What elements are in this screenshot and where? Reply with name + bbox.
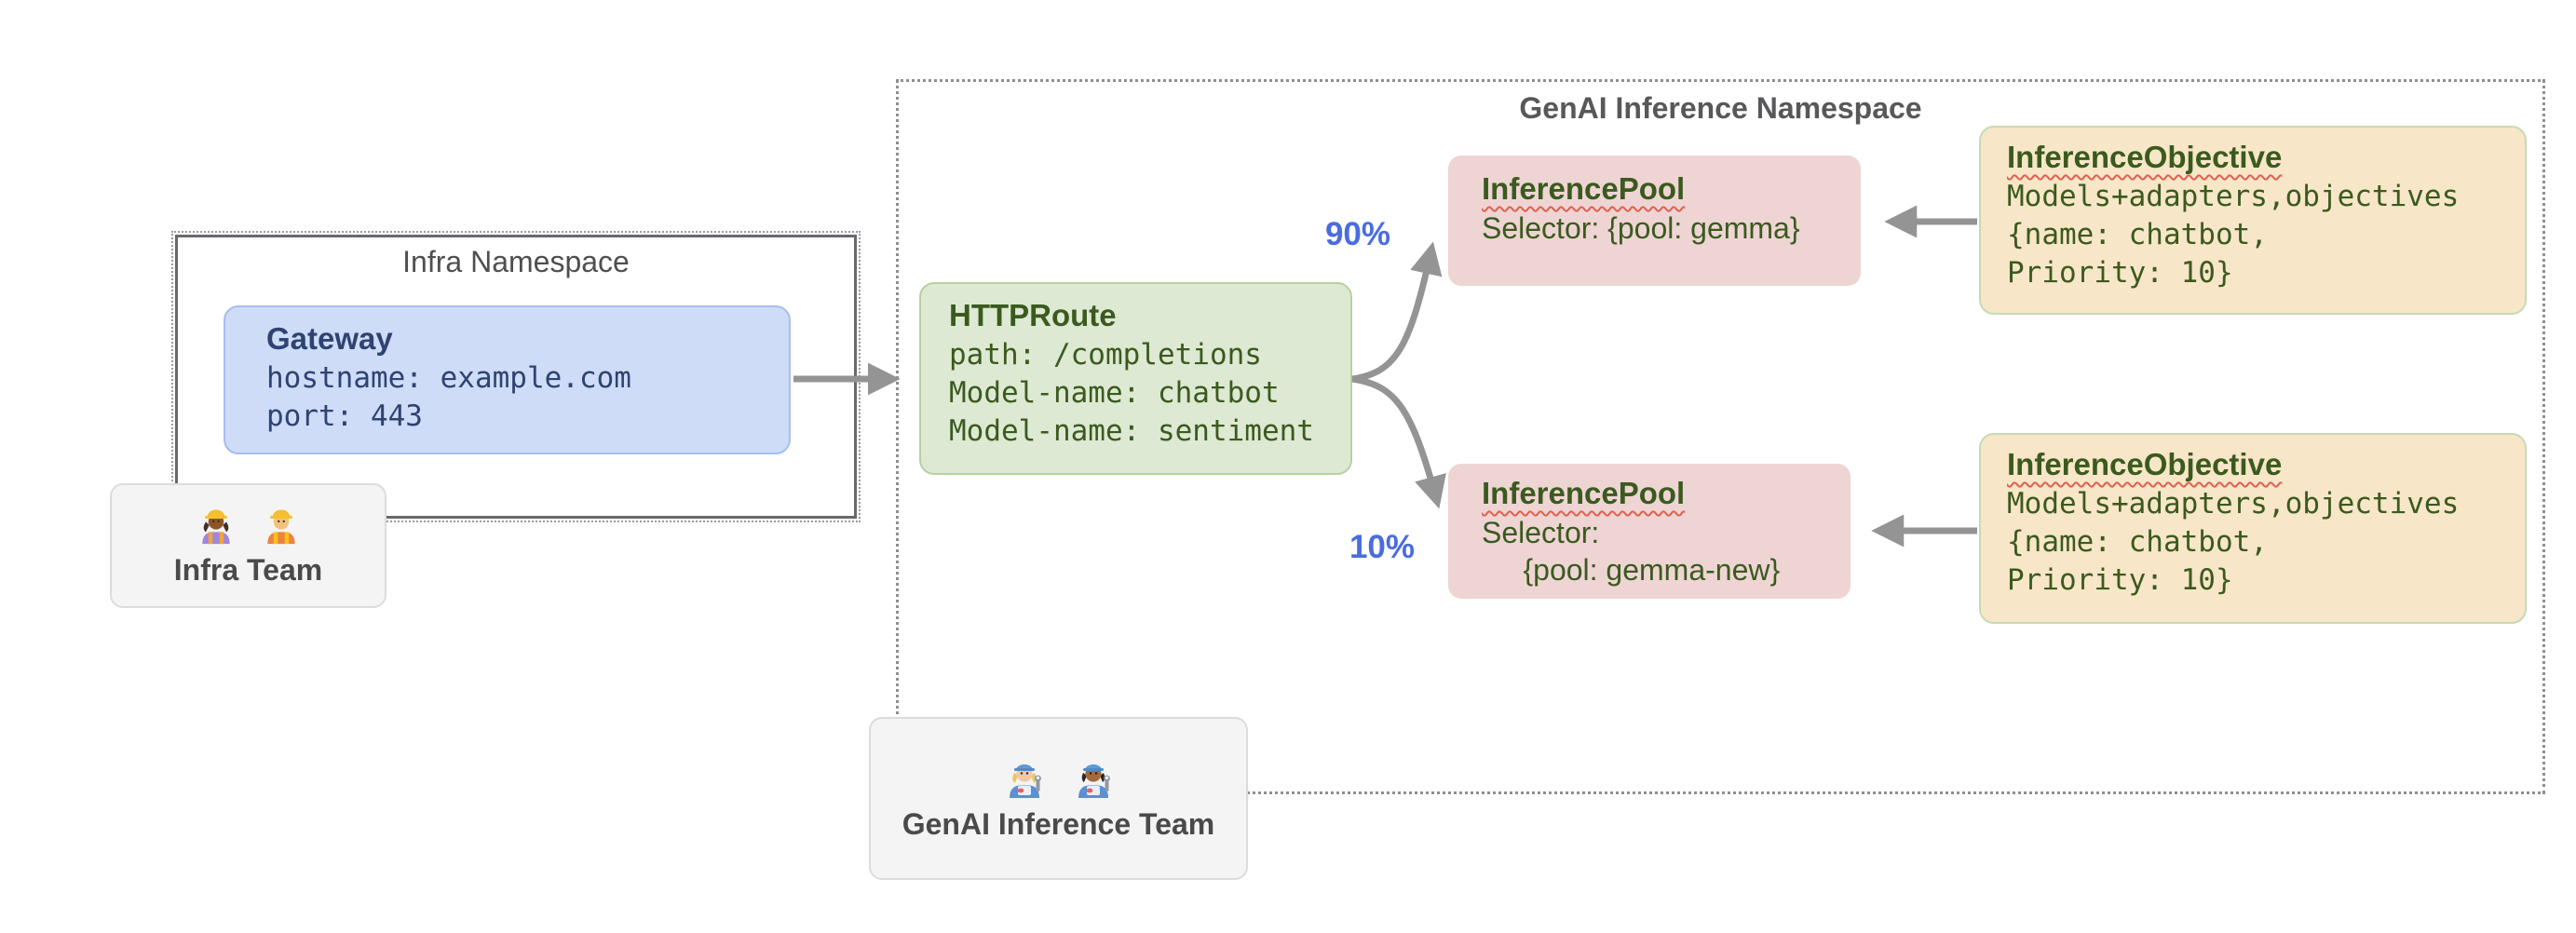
httproute-box: HTTPRoute path: /completions Model-name:… xyxy=(919,282,1352,475)
objective-models-line: Models+adapters,objectives xyxy=(2007,487,2460,521)
inference-pool-selector: Selector: {pool: gemma} xyxy=(1482,211,1800,245)
woman-mechanic-icon xyxy=(1009,764,1041,798)
objective-priority-line: Priority: 10} xyxy=(2007,563,2233,597)
genai-namespace-title: GenAI Inference Namespace xyxy=(1519,91,1922,125)
objective-models-line: Models+adapters,objectives xyxy=(2007,180,2460,213)
inference-objective-top-box: InferenceObjective Models+adapters,objec… xyxy=(1979,126,2527,315)
traffic-split-90-label: 90% xyxy=(1324,216,1391,252)
inference-objective-bottom-box: InferenceObjective Models+adapters,objec… xyxy=(1979,433,2527,624)
genai-team-label: GenAI Inference Team xyxy=(902,807,1215,841)
objective-name-line: {name: chatbot, xyxy=(2007,218,2268,251)
gateway-hostname: hostname: example.com xyxy=(266,361,631,395)
infra-team-label: Infra Team xyxy=(173,552,323,587)
gateway-title: Gateway xyxy=(266,321,393,356)
man-mechanic-icon xyxy=(1078,764,1110,798)
inference-pool-gemma-new-box: InferencePool Selector: {pool: gemma-new… xyxy=(1448,464,1851,599)
man-construction-worker-icon xyxy=(266,509,295,544)
genai-team-card: GenAI Inference Team xyxy=(869,717,1248,880)
httproute-model-sentiment: Model-name: sentiment xyxy=(949,414,1314,448)
objective-priority-line: Priority: 10} xyxy=(2007,256,2233,290)
httproute-path: path: /completions xyxy=(949,338,1262,372)
inference-pool-title: InferencePool xyxy=(1482,171,1686,206)
objective-name-line: {name: chatbot, xyxy=(2007,525,2268,559)
httproute-model-chatbot: Model-name: chatbot xyxy=(949,376,1280,410)
inference-pool-title: InferencePool xyxy=(1482,476,1686,510)
inference-objective-title: InferenceObjective xyxy=(2007,447,2283,481)
inference-pool-gemma-box: InferencePool Selector: {pool: gemma} xyxy=(1448,156,1861,286)
gateway-box: Gateway hostname: example.com port: 443 xyxy=(224,305,791,454)
infra-namespace-title: Infra Namespace xyxy=(402,245,630,278)
traffic-split-10-label: 10% xyxy=(1349,529,1416,565)
httproute-title: HTTPRoute xyxy=(949,298,1117,332)
genai-namespace-box: GenAI Inference Namespace xyxy=(896,79,2545,794)
infra-team-card: Infra Team xyxy=(110,483,386,608)
inference-pool-selector: Selector: xyxy=(1482,516,1600,549)
inference-pool-selector-value: {pool: gemma-new} xyxy=(1482,553,1781,587)
gateway-port: port: 443 xyxy=(266,399,423,433)
infra-namespace-box: Infra Namespace xyxy=(171,231,861,522)
woman-construction-worker-icon xyxy=(201,509,230,544)
infra-team-emojis xyxy=(196,505,302,546)
genai-team-emojis xyxy=(1002,755,1116,800)
inference-objective-title: InferenceObjective xyxy=(2007,140,2283,174)
